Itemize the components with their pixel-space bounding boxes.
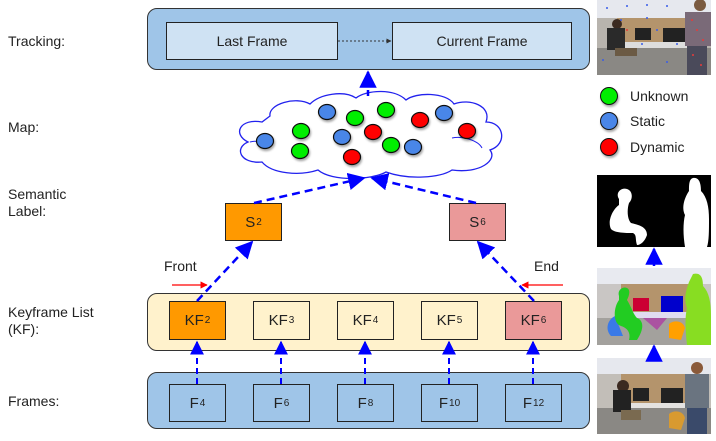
map-point-unknown [290,142,310,160]
frame-base: F [189,394,199,412]
map-point-unknown [376,101,396,119]
frame-sub: 6 [283,397,290,409]
map-point-dynamic [457,122,477,140]
map-point-unknown [291,122,311,140]
semantic-mask-image [597,175,711,247]
legend-dot-unknown [600,87,618,105]
keyframe-base: KF [520,312,540,329]
frame-sub: 10 [449,397,461,409]
map-point-dynamic [363,123,383,141]
raw-frame-drawing [597,358,711,434]
label-keyframe-line1: Keyframe List [8,304,94,320]
tracking-frame-image [597,0,711,75]
semantic-front-base: S [245,213,256,231]
current-frame-box: Current Frame [392,22,572,60]
legend-item-unknown: Unknown [600,87,688,105]
keyframe-sub: 4 [372,315,379,326]
legend-item-dynamic: Dynamic [600,138,684,156]
semantic-mask-drawing [597,175,711,247]
map-point-static [255,132,275,150]
map-point-static [434,104,454,122]
keyframe-sub: 5 [456,315,463,326]
label-semantic: Semantic Label: [8,186,66,220]
last-frame-box: Last Frame [166,22,338,60]
map-point-static [317,103,337,121]
map-points-group [255,101,477,166]
segmentation-image [597,268,711,345]
map-point-dynamic [342,148,362,166]
raw-frame-image [597,358,711,434]
front-marker-label: Front [164,258,197,274]
label-keyframe-line2: (KF): [8,321,40,337]
keyframe-sub: 3 [288,315,295,326]
frame-base: F [438,394,449,412]
label-tracking: Tracking: [8,33,66,49]
legend-label: Static [630,113,666,129]
map-cloud [238,90,503,180]
semantic-front-to-map-arrow [253,172,366,205]
label-map: Map: [8,119,40,135]
map-point-unknown [345,109,365,127]
mask-standing-person [683,177,709,247]
legend-label: Dynamic [630,139,685,155]
semantic-end-sub: 6 [480,216,486,228]
frame-base: F [522,394,533,412]
map-point-static [332,128,352,146]
map-point-dynamic [410,111,430,129]
current-frame-label: Current Frame [436,33,528,49]
frame-base: F [273,394,283,412]
segmentation-drawing [597,268,711,345]
label-semantic-line2: Label: [8,203,47,219]
last-frame-label: Last Frame [216,33,288,49]
end-marker-label: End [534,258,559,274]
legend-dot-dynamic [600,138,618,156]
tracking-frame-drawing [597,0,711,75]
label-keyframe-list: Keyframe List (KF): [8,304,94,338]
legend-label: Unknown [630,88,689,104]
semantic-end-to-map-arrow [370,173,477,205]
semantic-end-base: S [469,213,480,231]
frame-sub: 8 [367,397,374,409]
label-frames: Frames: [8,393,60,409]
mask-seated-person [609,188,647,245]
keyframe-base: KF [436,312,456,329]
legend-dot-static [600,112,618,130]
keyframe-sub: 2 [204,315,211,326]
label-semantic-line1: Semantic [8,186,67,202]
frame-sub: 4 [199,397,206,409]
map-point-unknown [381,136,401,154]
frame-base: F [357,394,367,412]
frame-sub: 12 [533,397,545,409]
keyframe-base: KF [268,312,288,329]
semantic-front-sub: 2 [256,216,262,228]
keyframe-base: KF [352,312,372,329]
keyframe-sub: 6 [540,315,547,326]
legend-item-static: Static [600,112,665,130]
keyframe-base: KF [184,312,204,329]
map-point-static [403,138,423,156]
